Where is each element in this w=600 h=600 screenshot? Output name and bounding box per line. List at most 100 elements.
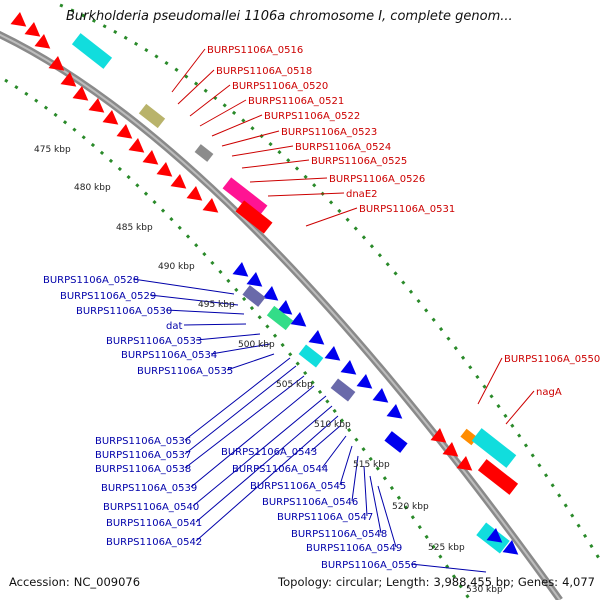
forward-gene-label: BURPS1106A_0516 xyxy=(207,45,303,56)
map-title: Burkholderia pseudomallei 1106a chromoso… xyxy=(66,9,513,24)
reverse-gene-label: BURPS1106A_0537 xyxy=(95,450,191,461)
gene-block-blue-rev xyxy=(384,431,408,453)
forward-gene-label: nagA xyxy=(536,387,562,398)
gene-arrow-forward-lr xyxy=(456,456,473,471)
accession-label: Accession: xyxy=(9,575,70,589)
reverse-gene-callout xyxy=(195,333,261,341)
tick-label: 475 kbp xyxy=(34,145,71,155)
reverse-gene-label: BURPS1106A_0530 xyxy=(76,306,172,317)
gene-block-cyan-rev xyxy=(298,344,324,368)
gene-arrow-reverse xyxy=(262,286,279,301)
gene-block-slate-rev xyxy=(330,378,356,402)
reverse-gene-label: BURPS1106A_0543 xyxy=(221,447,317,458)
reverse-gene-label: BURPS1106A_0535 xyxy=(137,366,233,377)
gene-arrow-forward xyxy=(72,86,89,101)
gene-arrow-reverse xyxy=(232,262,249,277)
reverse-gene-callout xyxy=(184,375,305,469)
reverse-gene-label: BURPS1106A_0546 xyxy=(262,497,358,508)
accession-value: NC_009076 xyxy=(73,575,141,589)
gene-block-red-lr xyxy=(477,459,519,495)
reverse-gene-label: BURPS1106A_0534 xyxy=(121,350,217,361)
reverse-gene-callout xyxy=(165,309,245,315)
reverse-gene-label: BURPS1106A_0548 xyxy=(291,529,387,540)
reverse-gene-callout xyxy=(351,455,359,502)
reverse-gene-label: BURPS1106A_0540 xyxy=(103,502,199,513)
forward-gene-callout xyxy=(221,130,280,147)
reverse-gene-callout xyxy=(149,294,239,306)
gene-arrow-reverse-bottom xyxy=(486,528,503,543)
reverse-gene-callout xyxy=(184,357,291,441)
tick-label: 485 kbp xyxy=(116,223,153,233)
forward-gene-callout xyxy=(505,390,535,425)
forward-gene-label: BURPS1106A_0525 xyxy=(311,156,407,167)
reverse-gene-label: BURPS1106A_0549 xyxy=(306,543,402,554)
forward-gene-callout xyxy=(211,114,263,137)
forward-gene-callout xyxy=(249,177,328,183)
gene-block-green xyxy=(266,305,294,331)
reverse-gene-callout xyxy=(190,385,315,488)
reverse-gene-callout xyxy=(195,415,339,542)
gene-arrow-forward-lr xyxy=(430,428,447,443)
forward-gene-callout xyxy=(241,159,310,169)
gene-block-magenta xyxy=(222,177,268,217)
gene-features xyxy=(10,12,519,555)
gene-arrow-forward xyxy=(34,34,51,49)
length-label: Length: xyxy=(385,575,430,589)
gene-arrow-forward xyxy=(128,138,145,153)
forward-gene-label: BURPS1106A_0522 xyxy=(264,111,360,122)
tick-label: 515 kbp xyxy=(353,460,390,470)
forward-gene-callout xyxy=(171,48,206,93)
reverse-gene-label: BURPS1106A_0536 xyxy=(95,436,191,447)
reverse-gene-callout xyxy=(410,563,487,573)
reverse-gene-label: BURPS1106A_0542 xyxy=(106,537,202,548)
reverse-gene-label: BURPS1106A_0547 xyxy=(277,512,373,523)
genes-value: 4,077 xyxy=(562,575,595,589)
gene-arrow-forward xyxy=(48,56,65,71)
forward-gene-callout xyxy=(189,84,231,117)
gene-block-red xyxy=(235,200,273,234)
forward-gene-label: BURPS1106A_0531 xyxy=(359,204,455,215)
tick-label: 500 kbp xyxy=(238,340,275,350)
gene-arrow-forward xyxy=(156,162,173,177)
reverse-gene-callout xyxy=(339,445,353,486)
reverse-gene-label: BURPS1106A_0538 xyxy=(95,464,191,475)
reverse-gene-label: BURPS1106A_0544 xyxy=(232,464,328,475)
gene-arrow-forward xyxy=(142,150,159,165)
length-value: 3,988,455 bp; xyxy=(433,575,515,589)
tick-label: 510 kbp xyxy=(314,420,351,430)
gene-block-olive xyxy=(138,103,166,129)
gene-arrow-forward xyxy=(202,198,219,213)
reverse-gene-label: BURPS1106A_0541 xyxy=(106,518,202,529)
tick-label: 525 kbp xyxy=(428,543,465,553)
reverse-gene-callout xyxy=(321,435,347,469)
reverse-gene-callout xyxy=(195,405,333,523)
gene-block-cyan xyxy=(71,33,113,69)
gene-arrow-forward xyxy=(186,186,203,201)
forward-gene-label: dnaE2 xyxy=(346,189,378,200)
reverse-gene-label: BURPS1106A_0528 xyxy=(43,275,139,286)
gene-arrow-reverse xyxy=(372,388,389,403)
forward-gene-label: BURPS1106A_0550 xyxy=(504,354,600,365)
reverse-gene-callout xyxy=(310,425,341,452)
gene-arrow-forward xyxy=(10,12,27,27)
reverse-gene-callout xyxy=(363,465,368,517)
topology-label: Topology: xyxy=(278,575,332,589)
gene-arrow-reverse xyxy=(356,374,373,389)
forward-gene-callout xyxy=(267,192,345,197)
reverse-gene-label: BURPS1106A_0539 xyxy=(101,483,197,494)
forward-gene-label: BURPS1106A_0526 xyxy=(329,174,425,185)
sequence-stats: Topology:circular; Length:3,988,455 bp; … xyxy=(278,575,595,589)
outer-tick-ring xyxy=(59,3,600,561)
gene-arrow-forward xyxy=(60,72,77,87)
forward-gene-label: BURPS1106A_0523 xyxy=(281,127,377,138)
reverse-gene-label: BURPS1106A_0529 xyxy=(60,291,156,302)
forward-gene-callout xyxy=(231,145,294,157)
forward-gene-callout xyxy=(305,207,358,227)
tick-label: 520 kbp xyxy=(392,502,429,512)
gene-arrow-reverse xyxy=(308,330,325,345)
reverse-gene-label: dat xyxy=(166,321,182,332)
gene-arrow-reverse xyxy=(324,346,341,361)
reverse-gene-label: BURPS1106A_0556 xyxy=(321,560,417,571)
reverse-gene-callout xyxy=(377,485,397,548)
